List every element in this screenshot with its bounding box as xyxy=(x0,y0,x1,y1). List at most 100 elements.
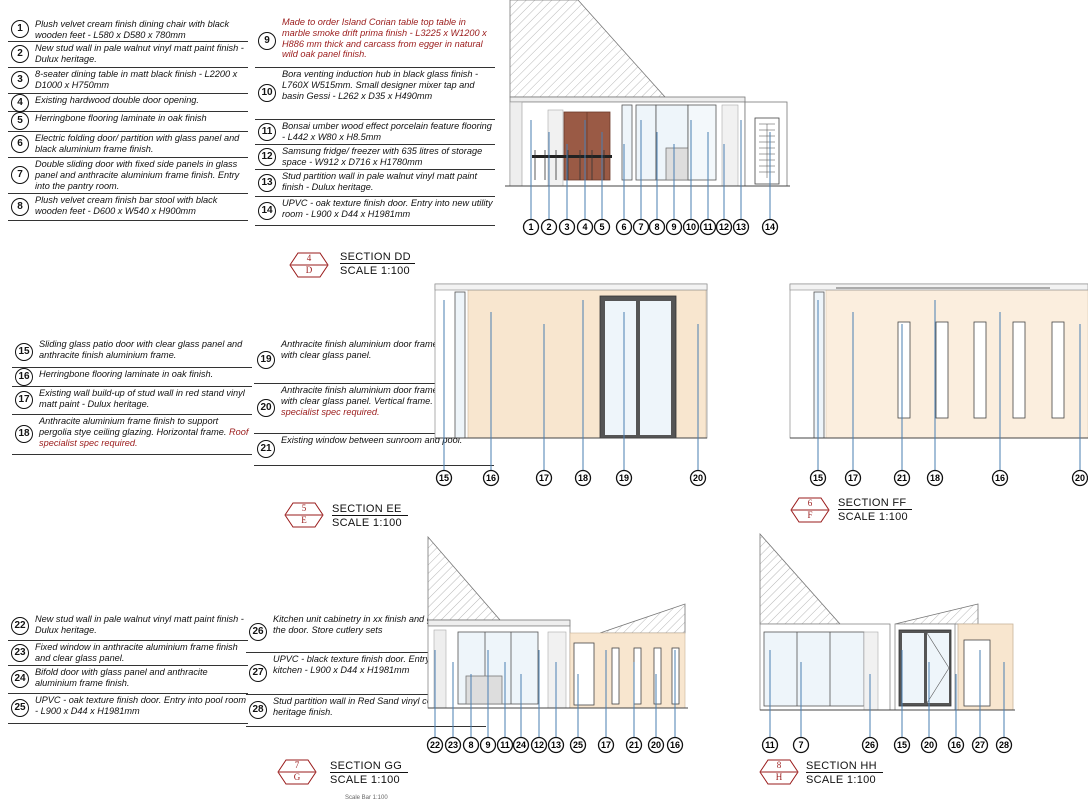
callout-number: 18 xyxy=(578,473,588,483)
callout-number: 3 xyxy=(564,222,569,232)
note-number: 5 xyxy=(11,112,29,130)
note-number: 11 xyxy=(258,122,276,141)
note-text: Kitchen unit cabinetry in xx finish and … xyxy=(273,614,486,635)
callout-number: 7 xyxy=(798,740,803,750)
note-number: 3 xyxy=(11,71,29,89)
callout-number: 7 xyxy=(638,222,643,232)
callout-number: 22 xyxy=(430,740,440,750)
callout-circle xyxy=(574,469,592,487)
note-number: 14 xyxy=(258,201,276,220)
callout-circle xyxy=(512,736,530,754)
callout-circle xyxy=(715,218,733,236)
callout-circle xyxy=(761,736,779,754)
callout-number: 28 xyxy=(999,740,1009,750)
note-number: 23 xyxy=(11,643,29,662)
note-number: 21 xyxy=(257,440,275,458)
note-text: Double sliding door with fixed side pane… xyxy=(35,159,240,191)
callout-number: 24 xyxy=(516,740,526,750)
callout-circle xyxy=(844,469,862,487)
patio-door xyxy=(454,291,466,439)
note-text: UPVC - black texture finish door. Entry … xyxy=(273,654,469,675)
note-number: 2 xyxy=(11,45,29,63)
section-scale: SCALE 1:100 xyxy=(806,774,876,786)
callout-number: 18 xyxy=(930,473,940,483)
callout-number: 20 xyxy=(1075,473,1085,483)
section-scale: SCALE 1:100 xyxy=(332,517,402,529)
callout-number: 1 xyxy=(528,222,533,232)
note-number: 20 xyxy=(257,399,275,417)
note-number: 13 xyxy=(258,173,276,192)
callout-number: 8 xyxy=(654,222,659,232)
callout-number: 11 xyxy=(500,740,510,750)
note-text: Samsung fridge/ freezer with 635 litres … xyxy=(282,146,483,167)
section-title: SECTION FF xyxy=(838,497,913,510)
glass-doors xyxy=(763,631,865,707)
callout-number: 25 xyxy=(573,740,583,750)
callout-circle xyxy=(479,736,497,754)
note-row: 8 Plush velvet cream finish bar stool wit… xyxy=(8,193,248,221)
ceiling-line xyxy=(509,96,746,103)
callout-circle xyxy=(535,469,553,487)
callout-circle xyxy=(666,736,684,754)
section-letter: G xyxy=(293,772,301,782)
pergola-frame xyxy=(434,283,708,291)
callout-number: 15 xyxy=(439,473,449,483)
note-number: 19 xyxy=(257,351,275,369)
callout-number: 17 xyxy=(539,473,549,483)
pool-door xyxy=(573,642,595,706)
callout-number: 20 xyxy=(693,473,703,483)
callout-number: 16 xyxy=(995,473,1005,483)
callout-number: 9 xyxy=(671,222,676,232)
note-number: 26 xyxy=(249,623,267,641)
note-text: New stud wall in pale walnut vinyl matt … xyxy=(35,614,244,635)
callout-circle xyxy=(615,469,633,487)
note-number: 10 xyxy=(258,84,276,102)
note-text: Plush velvet cream finish bar stool with… xyxy=(35,195,218,216)
callout-circle xyxy=(648,218,666,236)
note-number: 9 xyxy=(258,32,276,50)
section-letter: E xyxy=(301,515,307,525)
callout-number: 15 xyxy=(897,740,907,750)
callout-number: 17 xyxy=(601,740,611,750)
callout-number: 12 xyxy=(719,222,729,232)
section-number: 4 xyxy=(306,253,312,263)
callout-circle xyxy=(597,736,615,754)
note-number: 8 xyxy=(11,197,29,216)
callout-circle xyxy=(920,736,938,754)
section-hex-marker xyxy=(277,759,317,785)
callout-number: 21 xyxy=(897,473,907,483)
note-text: Existing hardwood double door opening. xyxy=(35,95,199,105)
callout-circle xyxy=(435,469,453,487)
prep-kitchen-door xyxy=(963,639,991,707)
note-number: 28 xyxy=(249,701,267,719)
callout-circle xyxy=(991,469,1009,487)
callout-circle xyxy=(482,469,500,487)
elevation-ee xyxy=(434,283,708,439)
note-number: 17 xyxy=(15,391,33,409)
sliding-door xyxy=(635,104,657,181)
dining-chairs xyxy=(534,150,605,180)
callout-circle xyxy=(462,736,480,754)
callout-circle xyxy=(792,736,810,754)
note-text: Existing window between sunroom and pool… xyxy=(281,435,463,445)
section-letter: D xyxy=(305,265,313,275)
callout-circle xyxy=(632,218,650,236)
note-spec-required: Roof specialist spec required. xyxy=(39,426,249,448)
section-scale: SCALE 1:100 xyxy=(838,511,908,523)
callout-circle xyxy=(593,218,611,236)
callout-circle xyxy=(699,218,717,236)
callout-circle xyxy=(995,736,1013,754)
callout-number: 13 xyxy=(736,222,746,232)
